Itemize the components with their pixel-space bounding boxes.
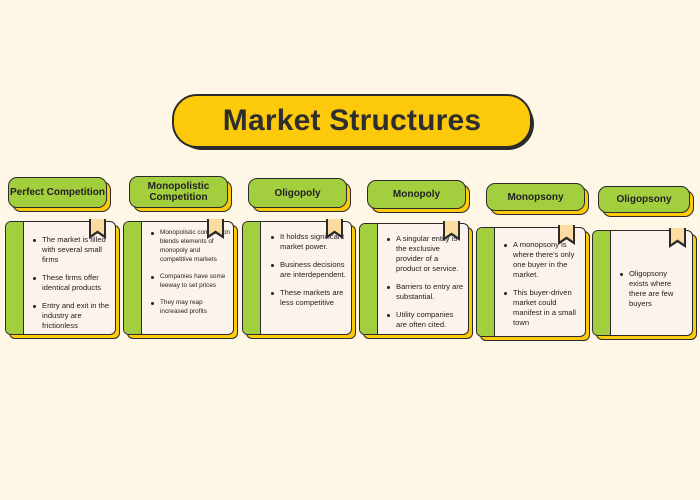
heading-monopoly: Monopoly — [367, 180, 470, 213]
page-title: Market Structures — [172, 94, 532, 148]
list-item: It holdss significant market power. — [271, 232, 347, 252]
heading-label: Monopsony — [486, 183, 585, 211]
bookmark-icon — [207, 219, 224, 239]
list-item: Oligopsony exists where there are few bu… — [620, 269, 688, 309]
card-body: Oligopsony exists where there are few bu… — [592, 230, 693, 336]
card-body: A singular entity is the exclusive provi… — [359, 223, 469, 335]
list-item: A monopsony is where there's only one bu… — [504, 240, 582, 280]
heading-label: Oligopsony — [598, 186, 690, 213]
list-item: Companies have some leeway to set prices — [151, 272, 231, 290]
list-item: Barriers to entry are substantial. — [387, 282, 465, 302]
list-item: These firms offer identical products — [33, 273, 113, 293]
heading-oligopoly: Oligopoly — [248, 178, 351, 212]
heading-oligopsony: Oligopsony — [598, 186, 694, 217]
bullet-list: It holdss significant market power. Busi… — [271, 232, 347, 316]
card-oligopoly: It holdss significant market power. Busi… — [242, 219, 356, 339]
bookmark-icon — [89, 219, 106, 239]
title-banner: Market Structures — [172, 94, 534, 150]
heading-label: Monopolistic Competition — [129, 176, 228, 208]
list-item: Monopolistic competition blends elements… — [151, 228, 231, 264]
card-body: A monopsony is where there's only one bu… — [476, 227, 586, 337]
list-item: These markets are less competitive — [271, 288, 347, 308]
bookmark-icon — [443, 221, 460, 241]
heading-label: Oligopoly — [248, 178, 347, 208]
heading-label: Perfect Competition — [8, 177, 107, 208]
list-item: The market is filled with several small … — [33, 235, 113, 265]
list-item: A singular entity is the exclusive provi… — [387, 234, 465, 274]
card-body: It holdss significant market power. Busi… — [242, 221, 352, 335]
heading-monopsony: Monopsony — [486, 183, 589, 215]
card-stripe — [360, 224, 378, 334]
card-perfect-competition: The market is filled with several small … — [5, 219, 120, 339]
bullet-list: Oligopsony exists where there are few bu… — [620, 269, 688, 317]
bullet-list: The market is filled with several small … — [33, 235, 113, 334]
card-stripe — [124, 222, 142, 334]
card-stripe — [593, 231, 611, 335]
card-body: Monopolistic competition blends elements… — [123, 221, 234, 335]
card-body: The market is filled with several small … — [5, 221, 116, 335]
heading-label: Monopoly — [367, 180, 466, 209]
list-item: Utility companies are often cited. — [387, 310, 465, 330]
card-monopsony: A monopsony is where there's only one bu… — [476, 225, 590, 341]
list-item: They may reap increased profits — [151, 298, 231, 316]
card-oligopsony: Oligopsony exists where there are few bu… — [592, 228, 697, 340]
card-stripe — [243, 222, 261, 334]
card-monopoly: A singular entity is the exclusive provi… — [359, 221, 473, 339]
bookmark-icon — [558, 225, 575, 245]
list-item: This buyer-driven market could manifest … — [504, 288, 582, 328]
bookmark-icon — [669, 228, 686, 248]
bullet-list: A singular entity is the exclusive provi… — [387, 234, 465, 334]
bullet-list: Monopolistic competition blends elements… — [151, 228, 231, 324]
bullet-list: A monopsony is where there's only one bu… — [504, 240, 582, 336]
heading-monopolistic-competition: Monopolistic Competition — [129, 176, 232, 212]
card-stripe — [477, 228, 495, 336]
card-monopolistic-competition: Monopolistic competition blends elements… — [123, 219, 238, 339]
bookmark-icon — [326, 219, 343, 239]
list-item: Entry and exit in the industry are frict… — [33, 301, 113, 331]
heading-perfect-competition: Perfect Competition — [8, 177, 111, 212]
list-item: Business decisions are interdependent. — [271, 260, 347, 280]
card-stripe — [6, 222, 24, 334]
